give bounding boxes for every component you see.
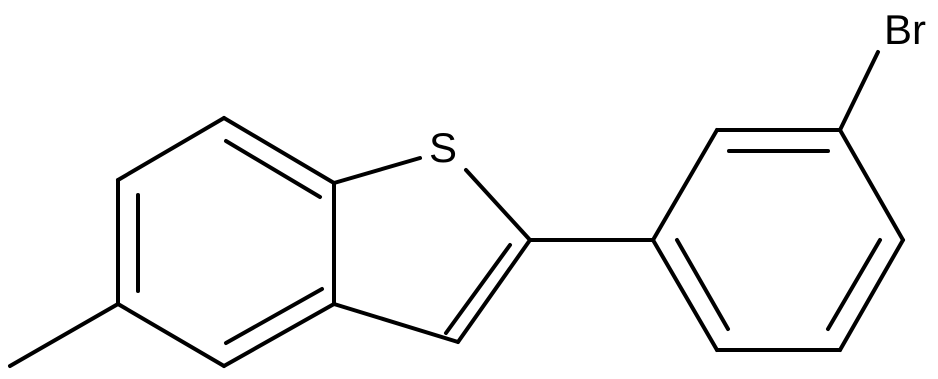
bond-ph4-ph5-inner bbox=[826, 238, 882, 331]
bond-ph6-ph1 bbox=[651, 238, 719, 352]
bond-ph3-ph4 bbox=[838, 128, 905, 242]
bond-c3-c3a bbox=[332, 302, 460, 344]
bond-ph4-ph5 bbox=[838, 238, 905, 352]
sulfur-atom-label: S bbox=[429, 124, 457, 171]
bond-c2-c3-inner bbox=[444, 243, 512, 335]
bromine-atom-label: Br bbox=[884, 6, 926, 53]
bond-c7a-c7-inner bbox=[224, 139, 322, 199]
bond-c2-c3 bbox=[456, 238, 532, 344]
bond-c-br bbox=[838, 50, 880, 132]
bond-c4-c3a-inner bbox=[224, 287, 324, 345]
bond-s-c2 bbox=[464, 168, 532, 242]
bond-ph6-ph1-inner bbox=[675, 238, 730, 331]
bond-ph1-ph2 bbox=[651, 128, 719, 242]
bond-c7a-s bbox=[332, 156, 422, 185]
bond-c4-c3a bbox=[222, 302, 336, 368]
bond-c7a-c7 bbox=[222, 116, 336, 185]
bond-c5-c4 bbox=[116, 302, 226, 368]
bond-c7-c6 bbox=[116, 116, 226, 182]
bond-methyl bbox=[8, 302, 120, 368]
